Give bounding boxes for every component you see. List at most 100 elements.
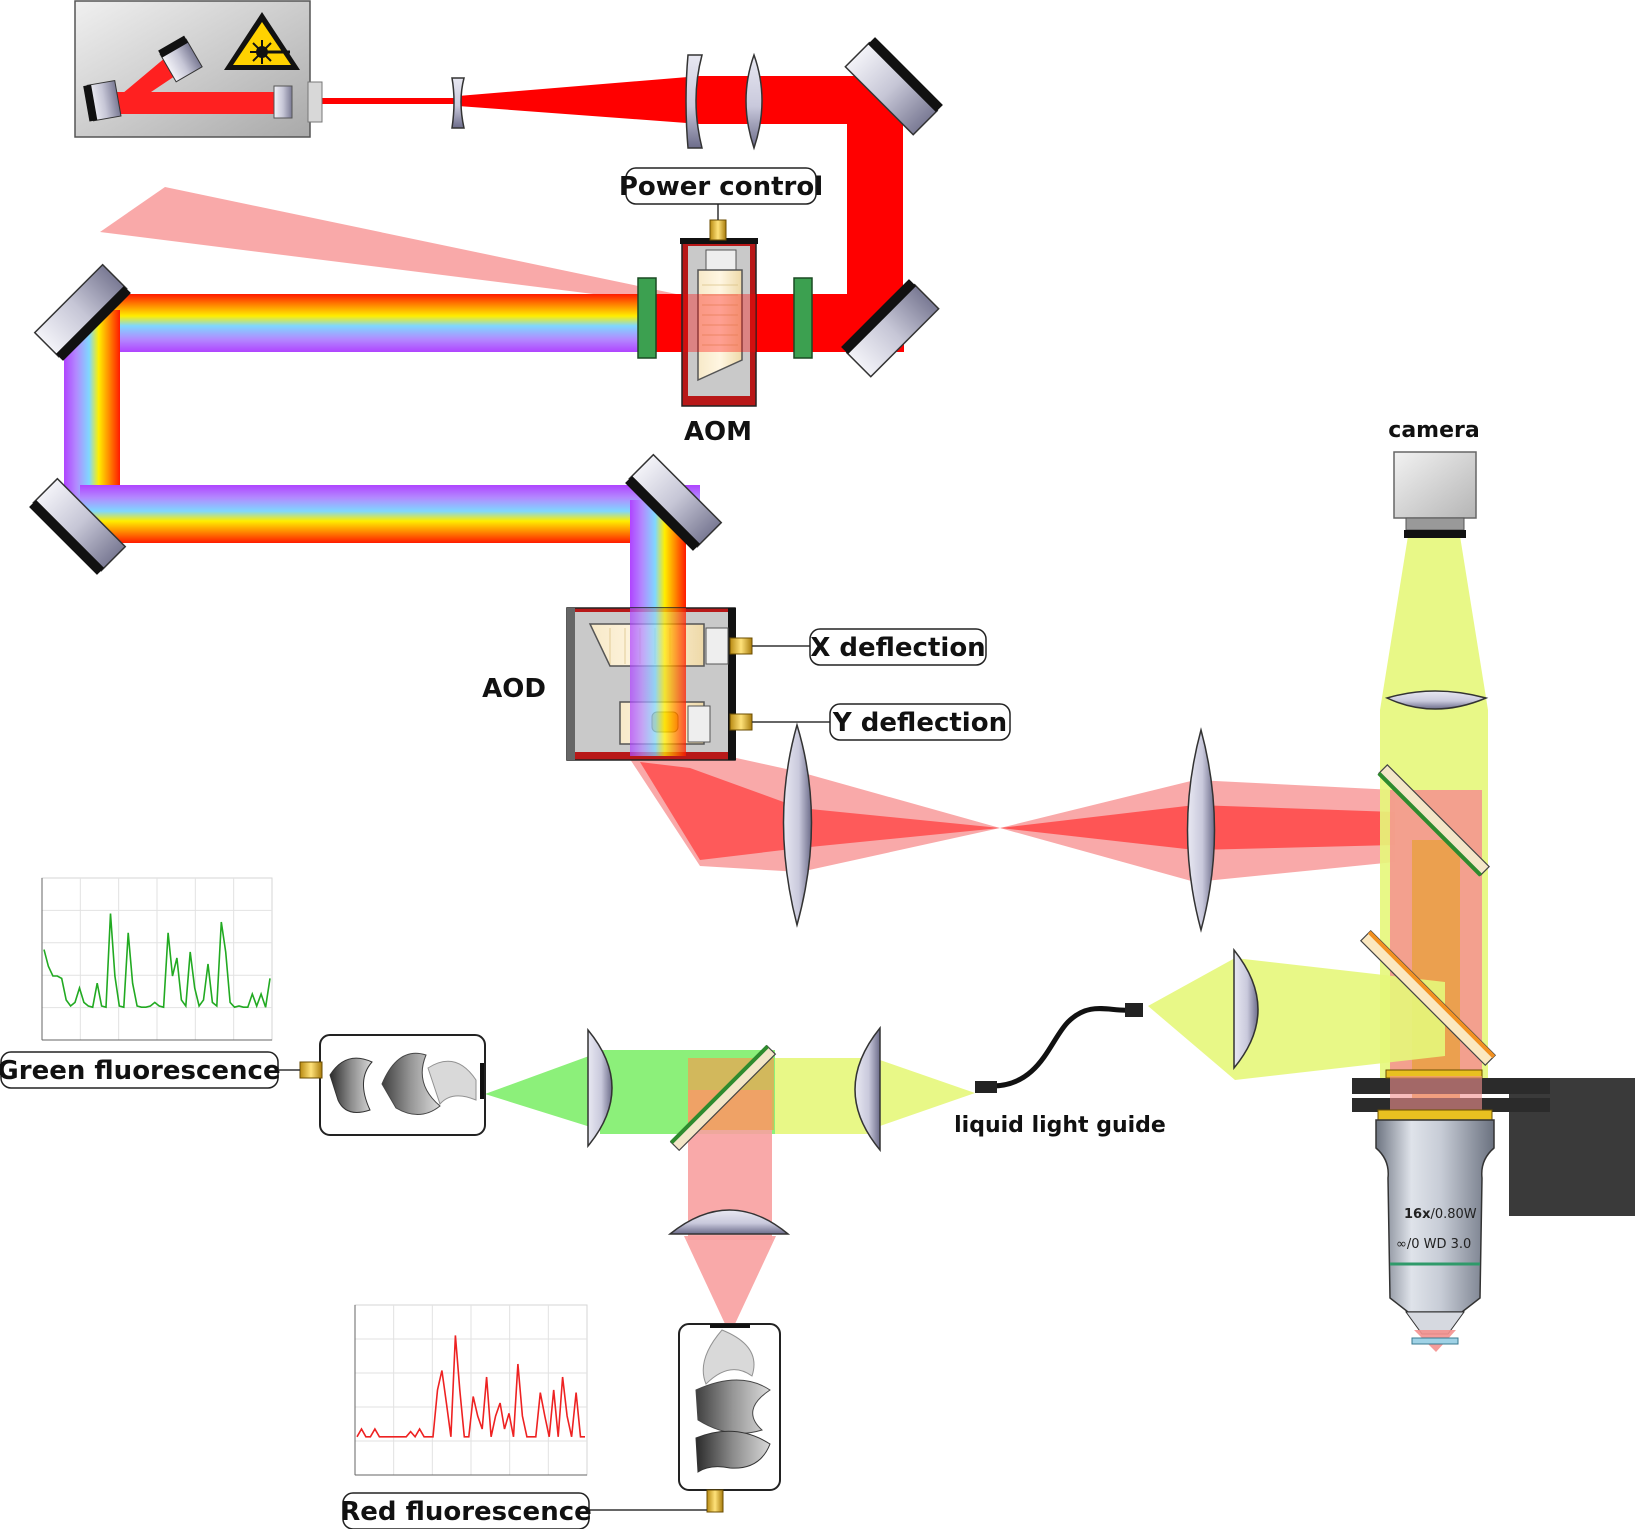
camera-mount — [1405, 517, 1465, 531]
pmt-red-sma — [706, 1489, 724, 1513]
expander-lenses — [451, 52, 763, 151]
aod-y-transducer — [687, 705, 711, 743]
light-guide-end-left — [975, 1081, 997, 1093]
scan-beam-b — [640, 762, 1000, 860]
camera-sensor — [1404, 530, 1466, 538]
mirror-aod — [625, 453, 723, 551]
red-fluorescence-label: Red fluorescence — [340, 1497, 592, 1527]
liquid-light-guide-label: liquid light guide — [954, 1113, 1166, 1138]
objective: 16x/0.80W ∞/0 WD 3.0 — [1352, 1069, 1635, 1352]
aom-top-plate — [680, 238, 758, 244]
expanding-beam — [458, 76, 700, 124]
green-trace — [43, 913, 271, 1009]
power-control-label: Power control — [619, 172, 823, 202]
laser-warning-icon — [224, 12, 300, 70]
scan-lenses — [782, 722, 1216, 933]
light-guide-end-right — [1125, 1003, 1143, 1017]
power-control-box — [625, 167, 817, 205]
aod-device — [566, 607, 830, 761]
pmt-red — [588, 1323, 781, 1513]
pmt-green-sma — [299, 1061, 323, 1079]
pmt-green — [299, 1034, 486, 1136]
aom-transducer — [705, 249, 737, 271]
pmt-red-dynode-1 — [702, 1329, 755, 1385]
aom-device — [637, 204, 813, 407]
green-trace-plot — [41, 877, 273, 1041]
detection-optics — [587, 1025, 881, 1235]
laser-output-coupler — [273, 85, 293, 119]
tube-lens — [1186, 727, 1216, 933]
y-deflection-box — [829, 703, 1011, 741]
red-plot-grid — [355, 1305, 587, 1475]
aod-y-sma — [729, 713, 753, 731]
aod-label: AOD — [482, 674, 546, 704]
detection-lens-right — [854, 1025, 881, 1153]
mirrors — [29, 37, 943, 575]
svg-text:16x/0.80W: 16x/0.80W — [1404, 1207, 1477, 1222]
lens-convex — [745, 52, 763, 151]
camera-lens — [1384, 690, 1489, 710]
aod-rainbow-pass — [630, 608, 686, 756]
zeroth-order-beam — [100, 187, 705, 308]
scan-lens — [782, 722, 813, 928]
aod-right-bar — [728, 608, 736, 760]
pmt-green-dynode-2 — [381, 1052, 441, 1115]
aod-x-transducer — [705, 627, 729, 665]
aom-label: AOM — [684, 417, 752, 447]
dichroic-upper — [1377, 763, 1491, 877]
camera — [1384, 451, 1489, 710]
y-deflection-label: Y deflection — [832, 708, 1007, 738]
camera-label: camera — [1388, 418, 1479, 443]
objective-na: /0.80W — [1430, 1207, 1476, 1222]
lens-small — [451, 77, 465, 129]
lens-concave — [685, 54, 703, 149]
aod-x-sma — [729, 637, 753, 655]
aod-left-bar — [567, 608, 575, 760]
x-deflection-box — [809, 628, 987, 666]
objective-magnification: 16x — [1404, 1207, 1431, 1222]
red-fluorescence-box — [342, 1492, 590, 1529]
laser-mirror-top — [158, 35, 203, 83]
beam-paths — [64, 76, 1488, 1326]
green-plot-grid — [42, 878, 272, 1040]
collimated-beam — [700, 76, 875, 124]
red-trace — [356, 1335, 585, 1439]
detection-dichroic — [669, 1044, 777, 1152]
red-trace-plot — [354, 1304, 588, 1476]
light-guide-output — [880, 1060, 975, 1126]
aom-window-right — [793, 277, 813, 359]
aom-window-left — [637, 277, 657, 359]
sample-coverslip — [1411, 1337, 1459, 1345]
pmt-red-dynode-3 — [695, 1430, 771, 1473]
aom-red-overlay — [684, 294, 756, 352]
pmt-red-window — [710, 1324, 750, 1328]
excitation-core — [1412, 840, 1460, 1100]
mirror-bottom-left — [29, 477, 127, 575]
pmt-green-dynode-1 — [329, 1057, 373, 1113]
red-focus-beam — [684, 1236, 776, 1326]
rainbow-beam-top — [92, 294, 652, 352]
camera-cone — [1380, 536, 1488, 710]
mirror-top-left — [33, 263, 131, 361]
rainbow-beam-middle — [80, 485, 700, 543]
green-focus-beam — [485, 1052, 600, 1130]
liquid-light-guide — [975, 1003, 1143, 1093]
green-fluorescence-label: Green fluorescence — [0, 1056, 281, 1086]
laser-aperture — [307, 81, 323, 123]
mirror-mid-right — [841, 279, 940, 378]
x-deflection-label: X deflection — [810, 633, 985, 663]
pmt-green-dynode-3 — [427, 1060, 477, 1105]
laser-internal-beam-2 — [110, 92, 285, 114]
aom-sma-connector — [709, 219, 727, 241]
laser-output-beam — [320, 98, 458, 104]
dichroic-lower — [1359, 929, 1497, 1067]
collection-lens — [1233, 947, 1259, 1071]
labels: Power control AOM AOD X deflection Y def… — [0, 167, 1480, 1529]
detection-lens-red — [667, 1209, 791, 1235]
laser-mirror-left — [83, 79, 122, 122]
light-guide-cable — [991, 1006, 1131, 1089]
laser-source — [74, 0, 323, 138]
camera-body — [1393, 451, 1477, 519]
mirror-top-right — [844, 37, 943, 136]
